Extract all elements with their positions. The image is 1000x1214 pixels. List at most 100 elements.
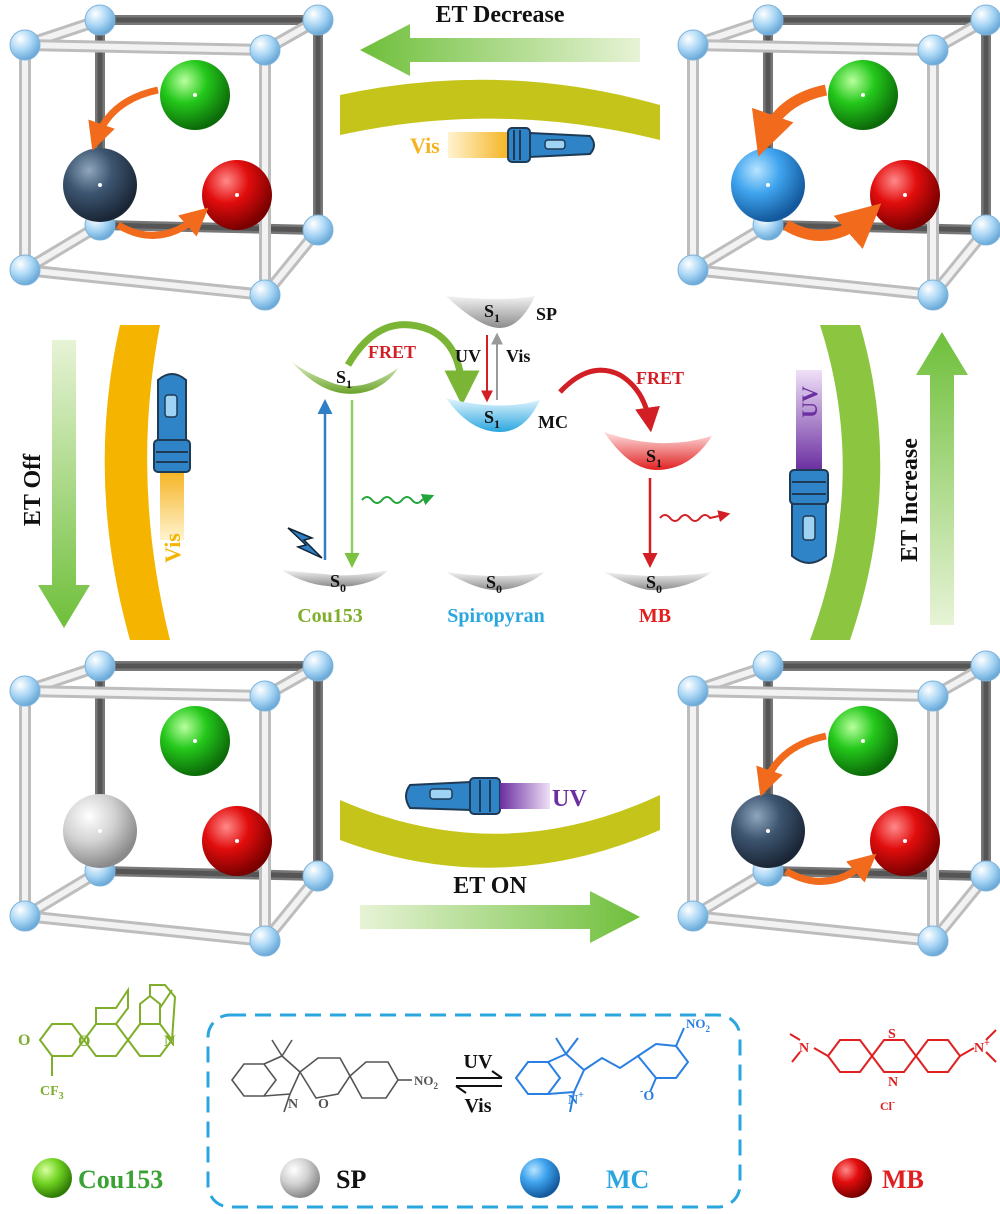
mb-name: MB: [639, 605, 671, 627]
cou153-s1-label: S1: [336, 367, 352, 391]
cube-edge-highlight: [690, 267, 936, 298]
cube-edge-highlight: [97, 222, 321, 233]
spiropyran-s0-well: [446, 572, 545, 591]
cube-node: [917, 34, 949, 66]
cube-edge-highlight: [690, 913, 936, 944]
bottom-arc: [340, 795, 660, 868]
cou153-cf3-label: CF3: [40, 1084, 64, 1102]
cou153-fluorescence-wave: [361, 493, 435, 506]
cou153-o2-label: O: [78, 1033, 90, 1050]
energy-transfer-arrow: [784, 853, 877, 885]
sphere-highlight: [766, 183, 770, 187]
mb-legend-ball: [832, 1158, 872, 1198]
cou153-structure: [38, 984, 177, 1076]
cube-node: [752, 4, 784, 36]
transition-left: ET Off Vis: [20, 325, 191, 640]
sphere-highlight: [766, 829, 770, 833]
energy-diagram: S1 S0 Cou153 FRET S1 SP UV Vis S1 MC S0 …: [282, 296, 731, 627]
cube-edge-highlight: [765, 868, 989, 879]
cube-node: [677, 254, 709, 286]
cube-node: [84, 4, 116, 36]
vis-lamp-top: Vis: [410, 127, 595, 163]
mb-s1-well: [604, 432, 712, 470]
sphere-highlight: [903, 193, 907, 197]
cou153-s1-well: [292, 362, 398, 394]
cube-node: [84, 650, 116, 682]
cube-edge-highlight: [22, 688, 268, 699]
cube-node: [9, 254, 41, 286]
sp-legend-ball: [280, 1158, 320, 1198]
cube-node: [302, 214, 334, 246]
cube-edge-highlight: [22, 267, 268, 298]
energy-transfer-arrow: [751, 84, 828, 157]
cube-bottom-right: [677, 650, 1000, 957]
sphere-highlight: [861, 93, 865, 97]
cube-node: [302, 650, 334, 682]
mc-n-label: N+: [568, 1090, 584, 1108]
cube-node: [302, 4, 334, 36]
energy-transfer-arrow: [756, 732, 827, 797]
transition-bottom: UV ET ON: [340, 777, 660, 943]
cube-node: [9, 29, 41, 61]
cube-top-right: [677, 4, 1000, 311]
right-arc: [810, 325, 881, 640]
mb-s0-well: [604, 572, 712, 591]
vis-switch-label: Vis: [506, 346, 530, 366]
vis-label-left: Vis: [160, 533, 185, 563]
fret-left-arrow: [344, 321, 480, 406]
cube-node: [917, 279, 949, 311]
et-off-label: ET Off: [20, 453, 46, 526]
cube-edge-highlight: [97, 868, 321, 879]
mb-n-right-label: N+: [974, 1038, 990, 1056]
spiropyran-switch-box: [206, 1013, 742, 1209]
cube-node: [302, 860, 334, 892]
uv-lamp-bottom: UV: [405, 777, 587, 815]
uv-lamp-right: UV: [789, 370, 829, 564]
mb-s1-label: S1: [646, 446, 662, 470]
cube-node: [917, 680, 949, 712]
fret-right-arrow: [558, 367, 660, 433]
et-on-arrow: [360, 891, 640, 943]
cube-node: [249, 680, 281, 712]
cube-node: [970, 860, 1000, 892]
cube-node: [677, 29, 709, 61]
uv-label-right: UV: [797, 386, 822, 418]
sphere-highlight: [193, 739, 197, 743]
energy-transfer-arrow: [88, 86, 159, 151]
cube-node: [9, 675, 41, 707]
mc-o-label: -O: [640, 1086, 654, 1104]
mc-no2-label: NO2: [686, 1016, 711, 1034]
energy-transfer-arrow: [116, 207, 209, 239]
spiropyran-name: Spiropyran: [447, 605, 544, 627]
sp-o-label: O: [318, 1097, 329, 1112]
cube-node: [249, 925, 281, 957]
cube-node: [677, 675, 709, 707]
sp-no2-label: NO2: [414, 1073, 439, 1091]
sp-s1-well: [446, 296, 535, 328]
cube-top-left: [9, 4, 334, 311]
et-decrease-arrow: [360, 24, 640, 76]
et-on-label: ET ON: [453, 873, 527, 899]
mb-s0-label: S0: [646, 572, 662, 596]
cube-node: [752, 650, 784, 682]
sp-legend-label: SP: [336, 1165, 366, 1194]
cou153-legend-label: Cou153: [78, 1165, 163, 1194]
cube-edge-highlight: [22, 913, 268, 944]
spiropyran-s0-label: S0: [486, 572, 502, 596]
mc-legend-label: MC: [606, 1165, 649, 1194]
mb-n-label: N: [888, 1075, 898, 1090]
fret-right-label: FRET: [636, 368, 684, 388]
vis-label-top: Vis: [410, 133, 440, 158]
cube-node: [917, 925, 949, 957]
fret-left-label: FRET: [368, 342, 416, 362]
vis-lamp-left: Vis: [153, 373, 191, 563]
switch-forward-head: [491, 1070, 503, 1079]
cou153-legend-ball: [32, 1158, 72, 1198]
switch-vis-label: Vis: [464, 1095, 491, 1117]
transition-right: UV ET Increase: [789, 325, 968, 640]
sphere-highlight: [235, 193, 239, 197]
uv-switch-label: UV: [455, 346, 481, 366]
mc-legend-ball: [520, 1158, 560, 1198]
mc-structure: [514, 1027, 690, 1113]
mc-s1-well: [446, 398, 540, 432]
